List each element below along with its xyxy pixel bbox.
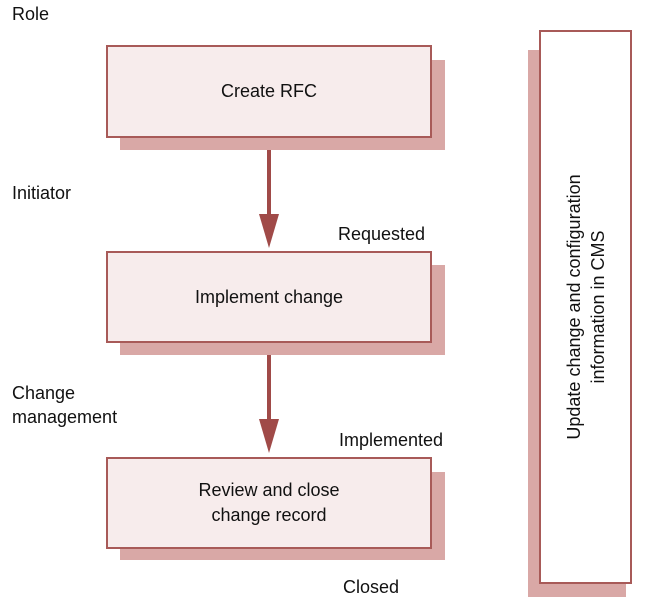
role-change-management-line1: Change [12,383,76,403]
state-closed: Closed [343,577,400,597]
side-activity-text: Update change and configuration informat… [562,174,610,439]
role-initiator: Initiator [12,183,72,203]
side-activity-line2: information in CMS [587,230,608,384]
implement-change-label: Implement change [194,286,344,307]
arrow-1-head [259,214,279,248]
arrow-2-head [259,419,279,453]
side-activity-line1: Update change and configuration [563,174,584,440]
role-change-management-line2: management [12,407,118,427]
role-header: Role [12,4,50,24]
arrow-2-shaft [267,355,271,423]
state-requested: Requested [338,224,426,244]
implement-change-box[interactable]: Implement change [106,251,432,343]
review-close-label-line1: Review and close [198,480,340,500]
review-close-label-line2: change record [211,505,327,525]
arrow-1-shaft [267,150,271,218]
state-implemented: Implemented [339,430,444,450]
review-close-box[interactable]: Review and close change record [106,457,432,549]
create-rfc-box[interactable]: Create RFC [106,45,432,138]
side-activity-box[interactable]: Update change and configuration informat… [539,30,632,584]
create-rfc-label: Create RFC [220,81,318,101]
